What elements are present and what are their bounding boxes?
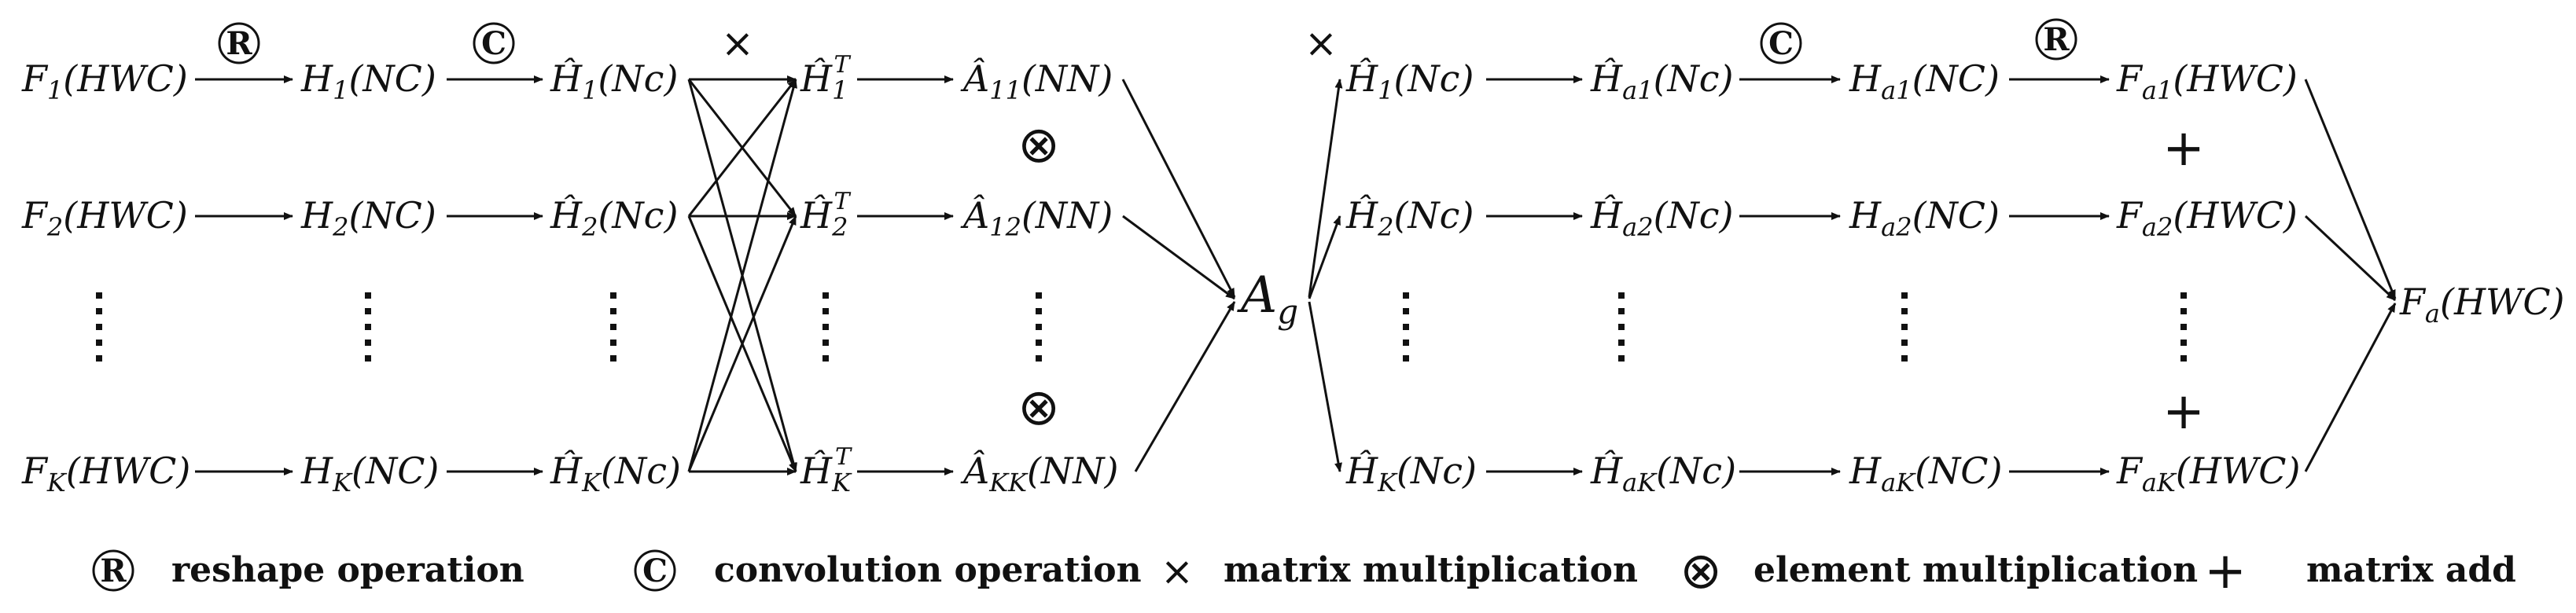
legend-item-matmul: × matrix multiplication	[1161, 549, 1638, 594]
node-ht1: Ĥ1T	[800, 51, 851, 105]
reshape-symbol: R	[218, 22, 260, 64]
cross-arrows	[687, 75, 797, 475]
node-fak: FaK(HWC)	[2116, 450, 2300, 497]
element-mult-symbol: ⊗	[1018, 116, 1060, 174]
legend: R reshape operation C convolution operat…	[92, 542, 2516, 600]
node-rh1: Ĥ1(Nc)	[1345, 57, 1474, 105]
add-symbol: +	[2204, 542, 2247, 600]
matmul-symbol: ×	[1305, 20, 1338, 66]
horizontal-arrows	[195, 75, 2110, 475]
node-f1: F1(HWC)	[21, 57, 188, 105]
node-ha1: Ĥa1(Nc)	[1590, 57, 1733, 105]
ellipsis-dots	[96, 292, 2187, 362]
converge-arrows-ag	[1121, 79, 1236, 472]
node-fa2: Fa2(HWC)	[2116, 194, 2298, 242]
node-fa: Fa(HWC)	[2399, 281, 2564, 329]
element-mult-symbol: ⊗	[1680, 542, 1722, 600]
node-hpak: HaK(NC)	[1849, 450, 2002, 497]
legend-item-add: + matrix add	[2204, 542, 2516, 600]
legend-item-reshape: R reshape operation	[92, 549, 524, 592]
node-a11: Â11(NN)	[960, 57, 1113, 105]
node-hhat1: Ĥ1(Nc)	[550, 57, 678, 105]
node-rh2: Ĥ2(Nc)	[1345, 193, 1474, 242]
node-akk: ÂKK(NN)	[960, 449, 1118, 497]
svg-text:R: R	[226, 25, 252, 62]
svg-text:C: C	[642, 552, 668, 589]
svg-text:C: C	[1768, 25, 1794, 62]
node-htk: ĤKT	[800, 443, 852, 497]
node-f2: F2(HWC)	[21, 194, 188, 242]
node-hak: ĤaK(Nc)	[1590, 449, 1736, 497]
matmul-symbol: ×	[721, 20, 754, 66]
node-hk: HK(NC)	[300, 450, 439, 497]
node-rhk: ĤK(Nc)	[1345, 449, 1477, 497]
legend-label-add: matrix add	[2306, 550, 2516, 590]
svg-text:R: R	[100, 552, 127, 589]
node-a12: Â12(NN)	[960, 193, 1113, 242]
node-hhat2: Ĥ2(Nc)	[550, 193, 678, 242]
node-ha2: Ĥa2(Nc)	[1590, 193, 1733, 242]
add-symbol: +	[2162, 119, 2205, 178]
svg-text:C: C	[481, 25, 506, 62]
legend-item-convolution: C convolution operation	[634, 549, 1142, 592]
legend-label-convolution: convolution operation	[714, 550, 1142, 590]
convolution-symbol: C	[1760, 22, 1802, 64]
node-hpa2: Ha2(NC)	[1849, 194, 2000, 242]
legend-label-matmul: matrix multiplication	[1224, 550, 1638, 590]
node-h2: H2(NC)	[300, 194, 436, 242]
legend-label-reshape: reshape operation	[171, 550, 524, 590]
converge-arrows-fa	[2304, 79, 2397, 472]
svg-text:R: R	[2043, 21, 2070, 58]
node-fa1: Fa1(HWC)	[2116, 57, 2298, 105]
node-fk: FK(HWC)	[21, 450, 190, 497]
legend-item-element-mult: ⊗ element multiplication	[1680, 542, 2198, 600]
convolution-symbol: C	[473, 22, 515, 64]
node-h1: H1(NC)	[300, 57, 436, 105]
reshape-symbol: R	[2035, 18, 2077, 61]
diverge-arrows-ag	[1308, 79, 1343, 472]
node-ag: Ag	[1237, 266, 1298, 331]
node-hpa1: Ha1(NC)	[1849, 57, 2000, 105]
add-symbol: +	[2162, 383, 2205, 441]
element-mult-symbol: ⊗	[1018, 379, 1060, 437]
matmul-symbol: ×	[1161, 549, 1194, 594]
legend-label-element-mult: element multiplication	[1754, 550, 2198, 590]
node-hhatk: ĤK(Nc)	[550, 449, 681, 497]
node-ht2: Ĥ2T	[800, 188, 851, 242]
